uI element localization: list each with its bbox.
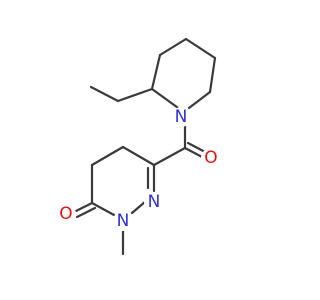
pyridazinone-ring (90, 145, 156, 217)
bond-ch2-ch3 (89, 85, 120, 103)
acyl-oxygen-label: O (204, 148, 217, 168)
amide-nitrogen-label: N (117, 211, 130, 231)
piperidine-nitrogen-label: N (175, 107, 188, 127)
bond-c6-c5 (121, 145, 156, 167)
bond-c3-c4 (158, 37, 188, 57)
atom-labels: N O N N O (56, 107, 221, 231)
ring-oxygen-label: O (59, 204, 72, 224)
bond-c3-oxygen-1 (72, 201, 94, 214)
bond-carbonyl-ring (152, 146, 187, 167)
hydrazone-nitrogen-label: N (148, 192, 161, 212)
bond-c3-n2 (90, 201, 116, 217)
bond-c5-c6 (208, 56, 217, 94)
bond-c4-c5 (184, 37, 217, 60)
bond-c2-ch2 (116, 87, 154, 103)
bond-c3-oxygen-2 (75, 206, 97, 219)
molecule-structure: N O N N O (56, 37, 221, 256)
bond-c6-n1 (187, 90, 212, 110)
amide-linker (152, 124, 209, 167)
bond-carbonyl-oxygen-1 (183, 146, 206, 160)
bond-n1-c2 (150, 87, 183, 112)
piperidine-ring (150, 37, 217, 112)
ethyl-group (89, 85, 154, 103)
ring-carbonyl (72, 201, 97, 219)
bond-c2-c3 (150, 53, 162, 91)
bond-c5-c4 (90, 145, 125, 167)
bond-n2-n1 (130, 199, 148, 215)
